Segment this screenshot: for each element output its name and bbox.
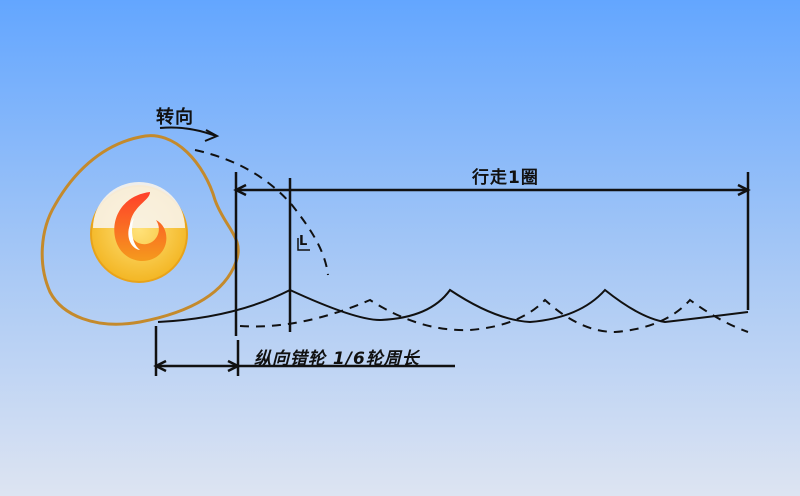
travel-one-turn-label: 行走1圈: [472, 168, 539, 188]
offset-dimension: [153, 326, 455, 376]
small-mark: [297, 238, 310, 251]
triangular-wheel-outline: [40, 134, 240, 326]
rotation-label: 转向: [156, 107, 194, 128]
travel-dimension: [233, 172, 751, 336]
flame-logo-icon: [90, 182, 188, 283]
curved-arrow-icon: [159, 126, 329, 276]
longitudinal-offset-label: 纵向错轮 1/6轮周长: [254, 349, 420, 369]
dashed-wheel-track: [239, 298, 749, 334]
solid-wheel-track: [157, 288, 749, 324]
small-mark-label: L: [299, 234, 309, 249]
